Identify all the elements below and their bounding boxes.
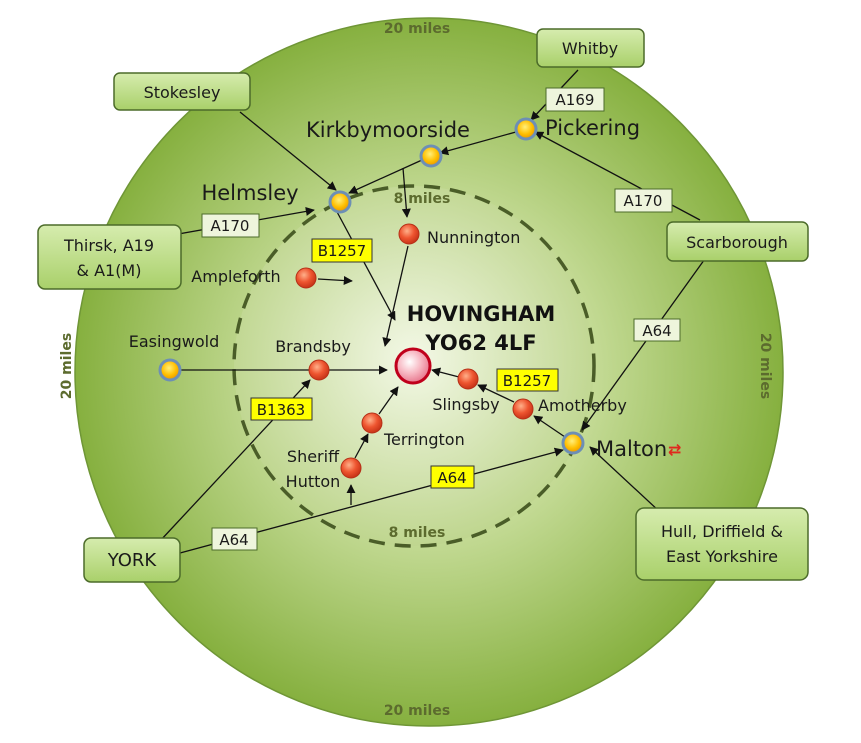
road-label-a170-left: A170 <box>201 213 260 238</box>
road-label-a169-text: A169 <box>556 91 595 109</box>
road-amotherby-slingsby <box>477 384 515 403</box>
destination-hull-line2: East Yorkshire <box>666 547 778 566</box>
outer-ring-label-top: 20 miles <box>384 21 450 37</box>
center-marker-hovingham <box>394 347 432 385</box>
road-scarborough-malton <box>581 255 708 431</box>
rail-station-icon: ⇄ <box>668 440 681 459</box>
village-label-ampleforth: Ampleforth <box>191 267 280 286</box>
road-label-b1257-right: B1257 <box>496 368 559 392</box>
road-nunnington-hovingham <box>382 245 409 347</box>
destination-thirsk-line2: & A1(M) <box>77 261 142 280</box>
village-marker-ampleforth <box>295 267 317 289</box>
center-postcode: YO62 4LF <box>424 331 536 355</box>
village-label-amotherby: Amotherby <box>538 396 627 415</box>
road-helmsley-hovingham <box>335 209 396 321</box>
road-stokesley-helmsley <box>239 111 337 191</box>
town-marker-pickering <box>514 117 538 141</box>
inner-8-mile-dashed-ring <box>232 184 596 548</box>
outer-ring-label-left: 20 miles <box>59 333 75 399</box>
village-label-brandsby: Brandsby <box>275 337 351 356</box>
town-label-malton: Malton <box>596 437 667 461</box>
village-marker-brandsby <box>308 359 330 381</box>
road-terrington-hovingham <box>378 386 399 415</box>
village-marker-sheriff-hutton <box>340 457 362 479</box>
destination-york: YORK <box>83 537 181 583</box>
village-label-nunnington: Nunnington <box>427 228 520 247</box>
center-name: HOVINGHAM <box>407 302 555 326</box>
road-label-b1257-left: B1257 <box>311 238 373 263</box>
road-label-a64-right: A64 <box>633 318 681 342</box>
village-label-slingsby: Slingsby <box>432 395 499 414</box>
road-kirkbymoorside-nunnington <box>401 167 411 218</box>
road-network <box>149 69 708 554</box>
destination-thirsk: Thirsk, A19 & A1(M) <box>37 224 182 290</box>
road-label-a170-left-text: A170 <box>211 217 250 235</box>
town-marker-malton <box>561 431 585 455</box>
town-label-easingwold: Easingwold <box>129 332 219 351</box>
destination-stokesley: Stokesley <box>113 72 251 111</box>
road-label-a170-right-text: A170 <box>624 192 663 210</box>
village-marker-terrington <box>361 412 383 434</box>
road-malton-amotherby <box>533 415 566 438</box>
road-label-b1363: B1363 <box>250 397 313 421</box>
town-label-pickering: Pickering <box>545 116 640 140</box>
town-marker-easingwold <box>158 358 182 382</box>
road-pickering-kirkbymoorside <box>439 129 524 156</box>
outer-ring-label-right: 20 miles <box>757 333 773 399</box>
village-label-sheriff-hutton-line1: Sheriff <box>287 447 340 466</box>
village-marker-slingsby <box>457 368 479 390</box>
village-marker-amotherby <box>512 398 534 420</box>
village-label-sheriff-hutton-line2: Hutton <box>286 472 341 491</box>
destination-york-label: YORK <box>107 550 158 571</box>
road-ampleforth-link <box>317 275 353 286</box>
destination-hull: Hull, Driffield & East Yorkshire <box>635 507 809 581</box>
destination-whitby-label: Whitby <box>562 39 618 58</box>
town-label-kirkbymoorside: Kirkbymoorside <box>306 118 470 142</box>
village-marker-nunnington <box>398 223 420 245</box>
road-label-a64-bottom: A64 <box>211 527 258 551</box>
road-slingsby-hovingham <box>431 367 460 378</box>
town-label-helmsley: Helmsley <box>201 181 298 205</box>
road-label-a64-yellow: A64 <box>430 465 475 489</box>
inner-ring-label-top: 8 miles <box>394 191 451 207</box>
road-label-b1257-right-text: B1257 <box>503 372 551 390</box>
town-marker-helmsley <box>328 190 352 214</box>
village-label-terrington: Terrington <box>383 430 465 449</box>
destination-scarborough-label: Scarborough <box>686 233 788 252</box>
outer-ring-label-bottom: 20 miles <box>384 703 450 719</box>
inner-ring-label-bottom: 8 miles <box>389 525 446 541</box>
destination-stokesley-label: Stokesley <box>144 83 221 102</box>
road-label-b1257-left-text: B1257 <box>318 242 366 260</box>
road-label-a170-right: A170 <box>614 188 673 213</box>
road-label-a64-bottom-text: A64 <box>219 531 248 549</box>
road-label-a64-yellow-text: A64 <box>437 469 466 487</box>
destination-whitby: Whitby <box>536 28 645 68</box>
destination-thirsk-line1: Thirsk, A19 <box>63 236 154 255</box>
destination-scarborough: Scarborough <box>666 221 809 262</box>
road-sheriff-hutton-terrington <box>354 433 369 459</box>
road-label-a64-right-text: A64 <box>642 322 671 340</box>
road-kirkbymoorside-helmsley <box>348 159 423 194</box>
road-label-a169: A169 <box>545 87 605 112</box>
road-hull-malton <box>589 446 661 513</box>
road-label-b1363-text: B1363 <box>257 401 305 419</box>
town-marker-kirkbymoorside <box>419 144 443 168</box>
destination-hull-line1: Hull, Driffield & <box>661 522 783 541</box>
